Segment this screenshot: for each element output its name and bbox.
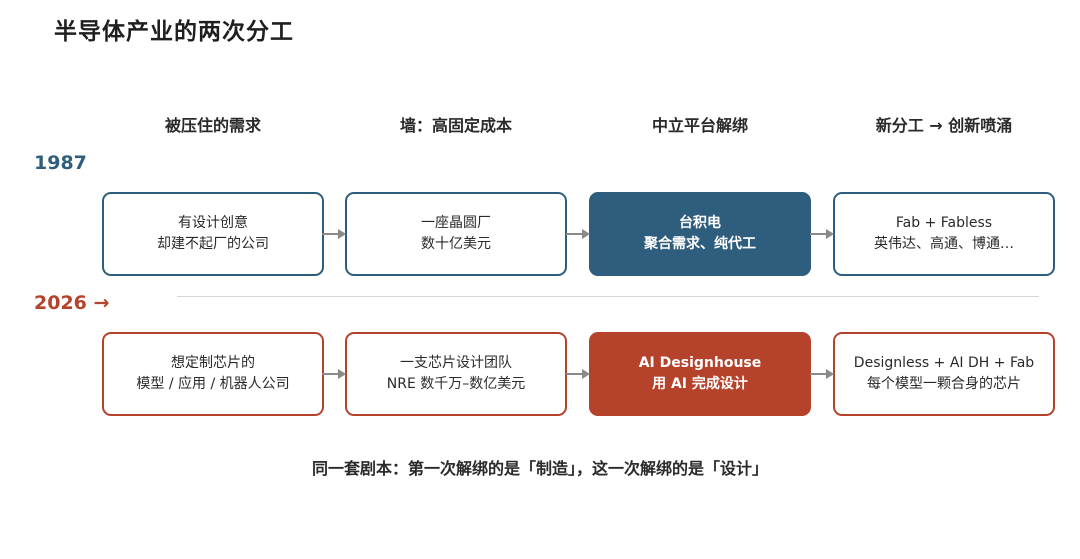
year-label-1987: 1987 [34, 152, 87, 174]
box-line: Designless + AI DH + Fab [853, 355, 1035, 371]
year-label-2026: 2026 → [34, 292, 110, 314]
box-line: 一座晶圆厂 [421, 215, 491, 231]
box-line: 却建不起厂的公司 [157, 236, 269, 252]
column-header-new-division: 新分工 → 创新喷涌 [875, 116, 1013, 135]
box-1987-wall: 一座晶圆厂 数十亿美元 [345, 192, 567, 276]
box-line: Fab + Fabless [895, 215, 993, 231]
box-line: 台积电 [679, 215, 721, 231]
box-2026-wall: 一支芯片设计团队 NRE 数千万–数亿美元 [345, 332, 567, 416]
box-line: 想定制芯片的 [171, 355, 255, 371]
box-line: 一支芯片设计团队 [400, 355, 512, 371]
column-header-demand: 被压住的需求 [164, 116, 261, 135]
arrow-right-icon [322, 369, 346, 379]
box-line: 模型 / 应用 / 机器人公司 [136, 376, 290, 392]
summary-caption: 同一套剧本：第一次解绑的是「制造」，这一次解绑的是「设计」 [311, 459, 768, 478]
column-header-wall: 墙：高固定成本 [399, 116, 512, 135]
box-2026-demand: 想定制芯片的 模型 / 应用 / 机器人公司 [102, 332, 324, 416]
box-line: AI Designhouse [638, 355, 762, 371]
arrow-right-icon [322, 229, 346, 239]
box-1987-demand: 有设计创意 却建不起厂的公司 [102, 192, 324, 276]
box-2026-platform: AI Designhouse 用 AI 完成设计 [589, 332, 811, 416]
arrow-right-icon [810, 369, 834, 379]
box-1987-platform: 台积电 聚合需求、纯代工 [589, 192, 811, 276]
box-line: 英伟达、高通、博通… [874, 236, 1014, 252]
arrow-right-icon [810, 229, 834, 239]
arrow-right-icon [566, 229, 590, 239]
box-line: 聚合需求、纯代工 [644, 236, 756, 252]
arrow-right-icon [566, 369, 590, 379]
box-line: 数十亿美元 [421, 236, 491, 252]
box-line: 用 AI 完成设计 [652, 376, 748, 392]
row-divider [177, 296, 1039, 297]
box-1987-new-division: Fab + Fabless 英伟达、高通、博通… [833, 192, 1055, 276]
box-line: 每个模型一颗合身的芯片 [867, 376, 1021, 392]
column-header-platform: 中立平台解绑 [651, 116, 748, 135]
page-title: 半导体产业的两次分工 [54, 19, 294, 45]
box-line: 有设计创意 [178, 215, 248, 231]
box-2026-new-division: Designless + AI DH + Fab 每个模型一颗合身的芯片 [833, 332, 1055, 416]
box-line: NRE 数千万–数亿美元 [386, 376, 526, 392]
